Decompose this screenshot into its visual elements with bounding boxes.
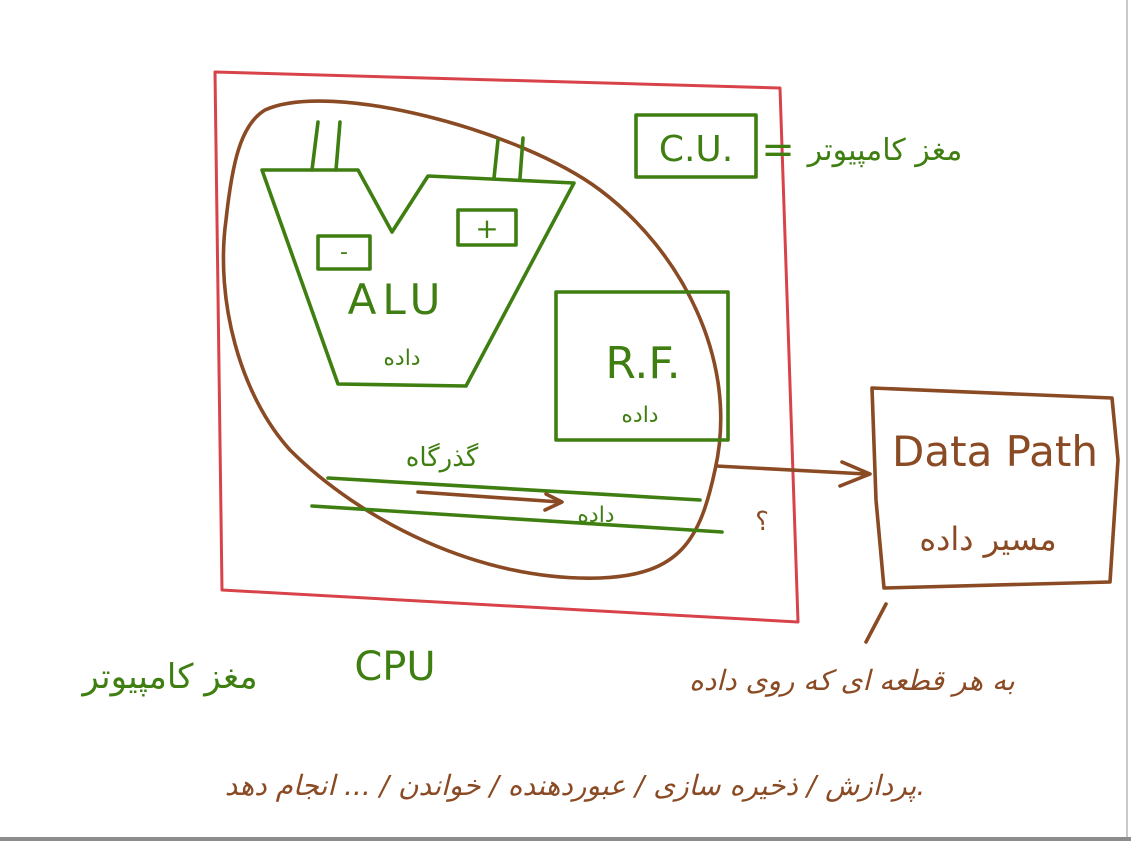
cu-label: C.U.	[659, 129, 733, 170]
alu-shape	[260, 168, 576, 388]
definition-line-2: پردازش / ذخیره سازی / عبوردهنده / خواندن…	[225, 769, 925, 802]
cu-meaning: مغز کامپیوتر	[806, 133, 963, 168]
datapath-title: Data Path	[892, 427, 1098, 476]
cpu-description: مغز کامپیوتر	[80, 657, 257, 697]
alu-label: ALU	[348, 275, 447, 324]
bus-note: داده	[577, 503, 614, 528]
cpu-frame	[213, 70, 800, 624]
question-mark: ؟	[755, 507, 769, 537]
datapath-fa: مسیر داده	[919, 520, 1056, 558]
plus-box	[456, 208, 518, 247]
datapath-boundary	[221, 99, 723, 580]
alu-note: داده	[383, 346, 420, 371]
datapath-box	[870, 386, 1120, 590]
datapath-arrow	[714, 460, 872, 488]
bus-arrow	[416, 490, 564, 512]
cpu-label: CPU	[354, 644, 435, 690]
definition-line-1: به هر قطعه ای که روی داده	[689, 664, 1015, 697]
bus-label: گذرگاه	[406, 442, 479, 473]
register-file-box	[554, 290, 730, 442]
alu-input-wires	[310, 120, 525, 180]
bottom-bar	[0, 837, 1131, 841]
page-right-edge	[1126, 0, 1128, 837]
rf-label: R.F.	[605, 338, 680, 389]
minus-sign: -	[340, 240, 348, 265]
bus-line-top	[326, 476, 702, 502]
minus-box	[316, 234, 372, 271]
rf-note: داده	[621, 403, 658, 428]
control-unit-box	[634, 113, 758, 179]
plus-sign: +	[475, 212, 498, 245]
cu-equals: =	[761, 127, 795, 173]
bus-line-bottom	[310, 504, 724, 534]
note-pointer	[864, 602, 888, 644]
